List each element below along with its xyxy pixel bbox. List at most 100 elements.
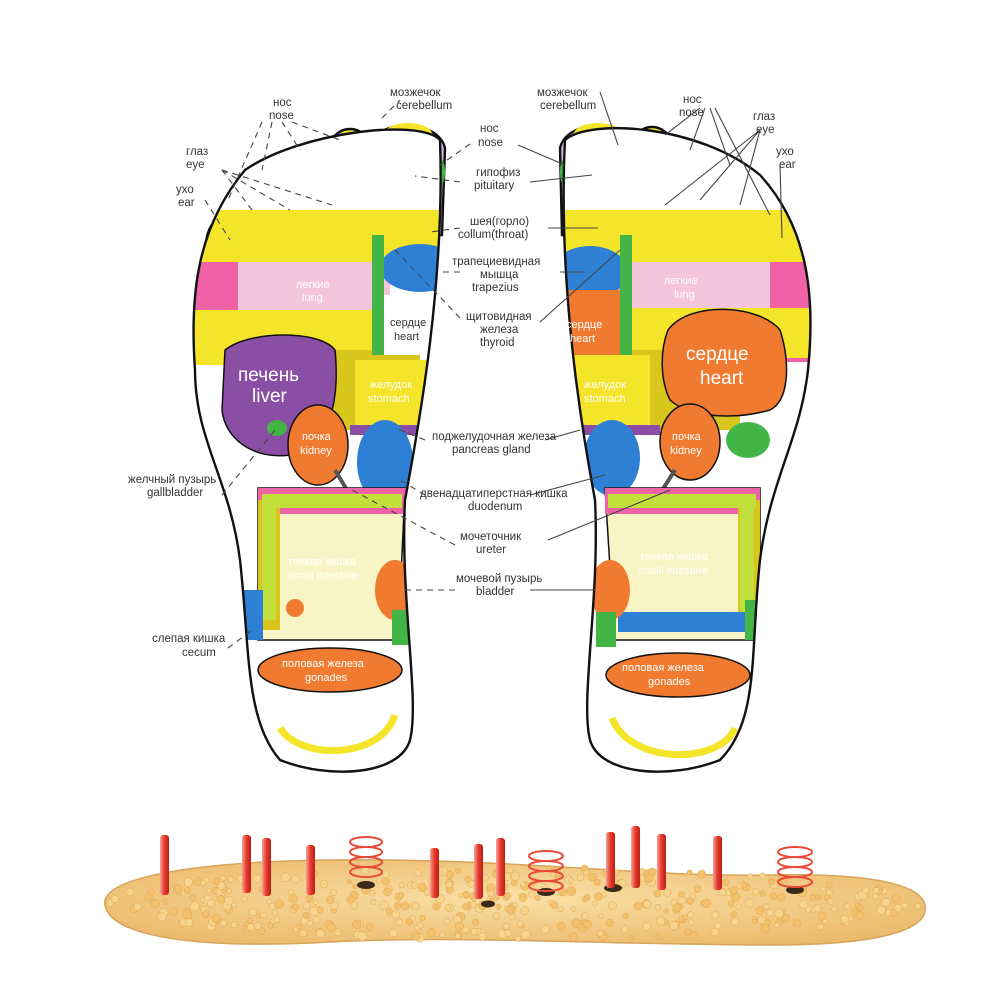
massage-bump xyxy=(510,871,521,881)
massage-bump xyxy=(540,924,550,934)
massage-bump xyxy=(827,897,835,905)
heat-rod xyxy=(306,845,315,895)
massage-bump xyxy=(689,892,697,900)
heat-rod xyxy=(474,844,483,899)
massage-bump xyxy=(744,898,755,908)
massage-bump xyxy=(722,878,730,886)
label-neck-en: collum(throat) xyxy=(458,229,528,241)
massage-bump xyxy=(241,895,248,903)
massage-bump xyxy=(890,909,898,917)
massage-bump xyxy=(769,892,778,901)
massage-bump xyxy=(230,921,238,929)
massage-bump xyxy=(729,886,738,895)
massage-bump xyxy=(487,890,495,898)
massage-bump xyxy=(654,904,662,911)
zone-heart-en-right-small: heart xyxy=(570,333,595,345)
massage-bump xyxy=(653,889,662,898)
massage-bump xyxy=(253,922,262,930)
label-duodenum-en: duodenum xyxy=(468,501,522,513)
massage-bump xyxy=(581,912,589,920)
massage-bump xyxy=(527,890,536,899)
massage-bump xyxy=(622,912,629,919)
label-neck-ru: шея(горло) xyxy=(470,216,529,228)
label-nose-en-right: nose xyxy=(679,107,704,119)
massage-bump xyxy=(714,921,722,930)
massage-bump xyxy=(757,915,766,925)
massage-bump xyxy=(212,877,221,885)
left-heel-arc xyxy=(277,713,399,755)
massage-bump xyxy=(633,901,643,911)
massage-bump xyxy=(881,898,891,907)
right-green-strip xyxy=(620,235,632,355)
massage-bump xyxy=(454,932,461,940)
zone-lung-ru-right: легкие xyxy=(664,275,698,287)
heat-rod xyxy=(496,838,505,896)
massage-bump xyxy=(246,917,253,924)
massage-bump xyxy=(759,890,766,897)
massage-bump xyxy=(419,914,426,921)
massage-bump xyxy=(224,896,234,906)
label-ear-en-left: ear xyxy=(178,197,195,209)
magnet-hole xyxy=(481,900,495,908)
right-kidney-zone xyxy=(659,403,721,481)
massage-bump xyxy=(723,885,729,891)
massage-bump xyxy=(752,888,760,896)
heat-rod xyxy=(160,835,169,895)
massage-bump xyxy=(444,904,451,911)
massage-bump xyxy=(182,909,193,920)
zone-kidney-ru-left: почка xyxy=(302,431,332,443)
massage-bump xyxy=(605,918,614,927)
massage-bump xyxy=(370,898,377,905)
left-duodenum-blue xyxy=(357,420,413,504)
massage-bump xyxy=(302,901,311,910)
massage-bump xyxy=(470,900,477,908)
massage-bump xyxy=(315,929,325,938)
massage-bump xyxy=(313,916,321,924)
label-trapezius-ru2: мышца xyxy=(480,269,519,281)
massage-bump xyxy=(768,878,776,886)
massage-bump xyxy=(368,890,376,897)
massage-bump xyxy=(438,866,449,876)
zone-kidney-en-left: kidney xyxy=(300,445,332,457)
massage-bump xyxy=(710,927,719,937)
massage-bump xyxy=(568,932,578,942)
massage-bump xyxy=(462,890,470,899)
label-bladder-ru: мочевой пузырь xyxy=(456,573,542,585)
massage-bump xyxy=(455,868,462,874)
massage-bump xyxy=(126,888,134,897)
zone-heart-ru-left: сердце xyxy=(390,317,426,329)
massage-bump xyxy=(550,901,559,910)
massage-bump xyxy=(502,922,510,931)
left-intestine-lime-left xyxy=(262,500,276,620)
massage-bump xyxy=(509,913,517,921)
massage-bump xyxy=(817,923,824,930)
massage-bump xyxy=(597,930,604,937)
right-blue-bottom xyxy=(618,612,748,632)
label-nose-en-center: nose xyxy=(478,137,503,149)
massage-bump xyxy=(570,906,577,912)
massage-bump xyxy=(760,924,770,934)
massage-bump xyxy=(267,922,274,929)
zone-gonads-ru-left: половая железа xyxy=(282,658,365,670)
massage-bump xyxy=(730,911,737,918)
zone-small-intestine-ru-left: тонкая кишка xyxy=(288,556,357,568)
zone-liver-en: liver xyxy=(252,386,288,407)
massage-bump xyxy=(687,919,695,926)
massage-bump xyxy=(330,901,339,910)
massage-bump xyxy=(219,919,227,927)
right-green-oval xyxy=(726,422,770,458)
massage-bump xyxy=(184,886,191,894)
massage-bump xyxy=(854,902,860,909)
massage-bump xyxy=(556,922,566,931)
left-foot-border xyxy=(192,128,442,773)
massage-bump xyxy=(826,889,833,896)
massage-bump xyxy=(831,906,838,913)
massage-bump xyxy=(291,875,300,884)
massage-bump xyxy=(848,916,854,922)
zone-stomach-ru-left: желудок xyxy=(370,379,412,391)
massage-bump xyxy=(319,879,329,889)
left-gallbladder-zone xyxy=(267,420,287,436)
massage-bump xyxy=(426,928,436,937)
insole-massage-bumps xyxy=(106,864,921,943)
